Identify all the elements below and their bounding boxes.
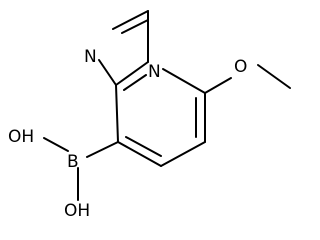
structure-canvas: N N O B OH OH (8, 10, 291, 221)
bond-b-oh-top (43, 137, 69, 152)
bond-o-ch3 (257, 64, 291, 89)
atom-ring-nitrogen: N (84, 47, 97, 67)
bond-c7-c8 (117, 141, 162, 167)
bond-c8-c8a (115, 84, 119, 143)
bond-n1-c2-inner (121, 19, 149, 34)
atom-bridge-nitrogen: N (148, 62, 161, 82)
atom-methoxy-oxygen: O (234, 57, 247, 77)
atom-boron: B (67, 152, 79, 172)
bond-c8a-n1 (98, 59, 117, 86)
bond-n3-c8a (115, 61, 149, 86)
atom-hydroxyl-bottom: OH (64, 201, 90, 221)
atom-hydroxyl-top: OH (8, 127, 34, 147)
bond-c5-o (204, 77, 232, 94)
bond-c8a-n4-inner (123, 74, 147, 91)
bond-c8-b (86, 141, 119, 158)
bond-n4-c5 (162, 68, 206, 94)
bond-n1-c2 (112, 10, 149, 30)
chemical-structure: N N O B OH OH (8, 10, 291, 221)
bond-c6-c7 (160, 141, 206, 167)
bond-c7-c8-inner (125, 136, 162, 157)
